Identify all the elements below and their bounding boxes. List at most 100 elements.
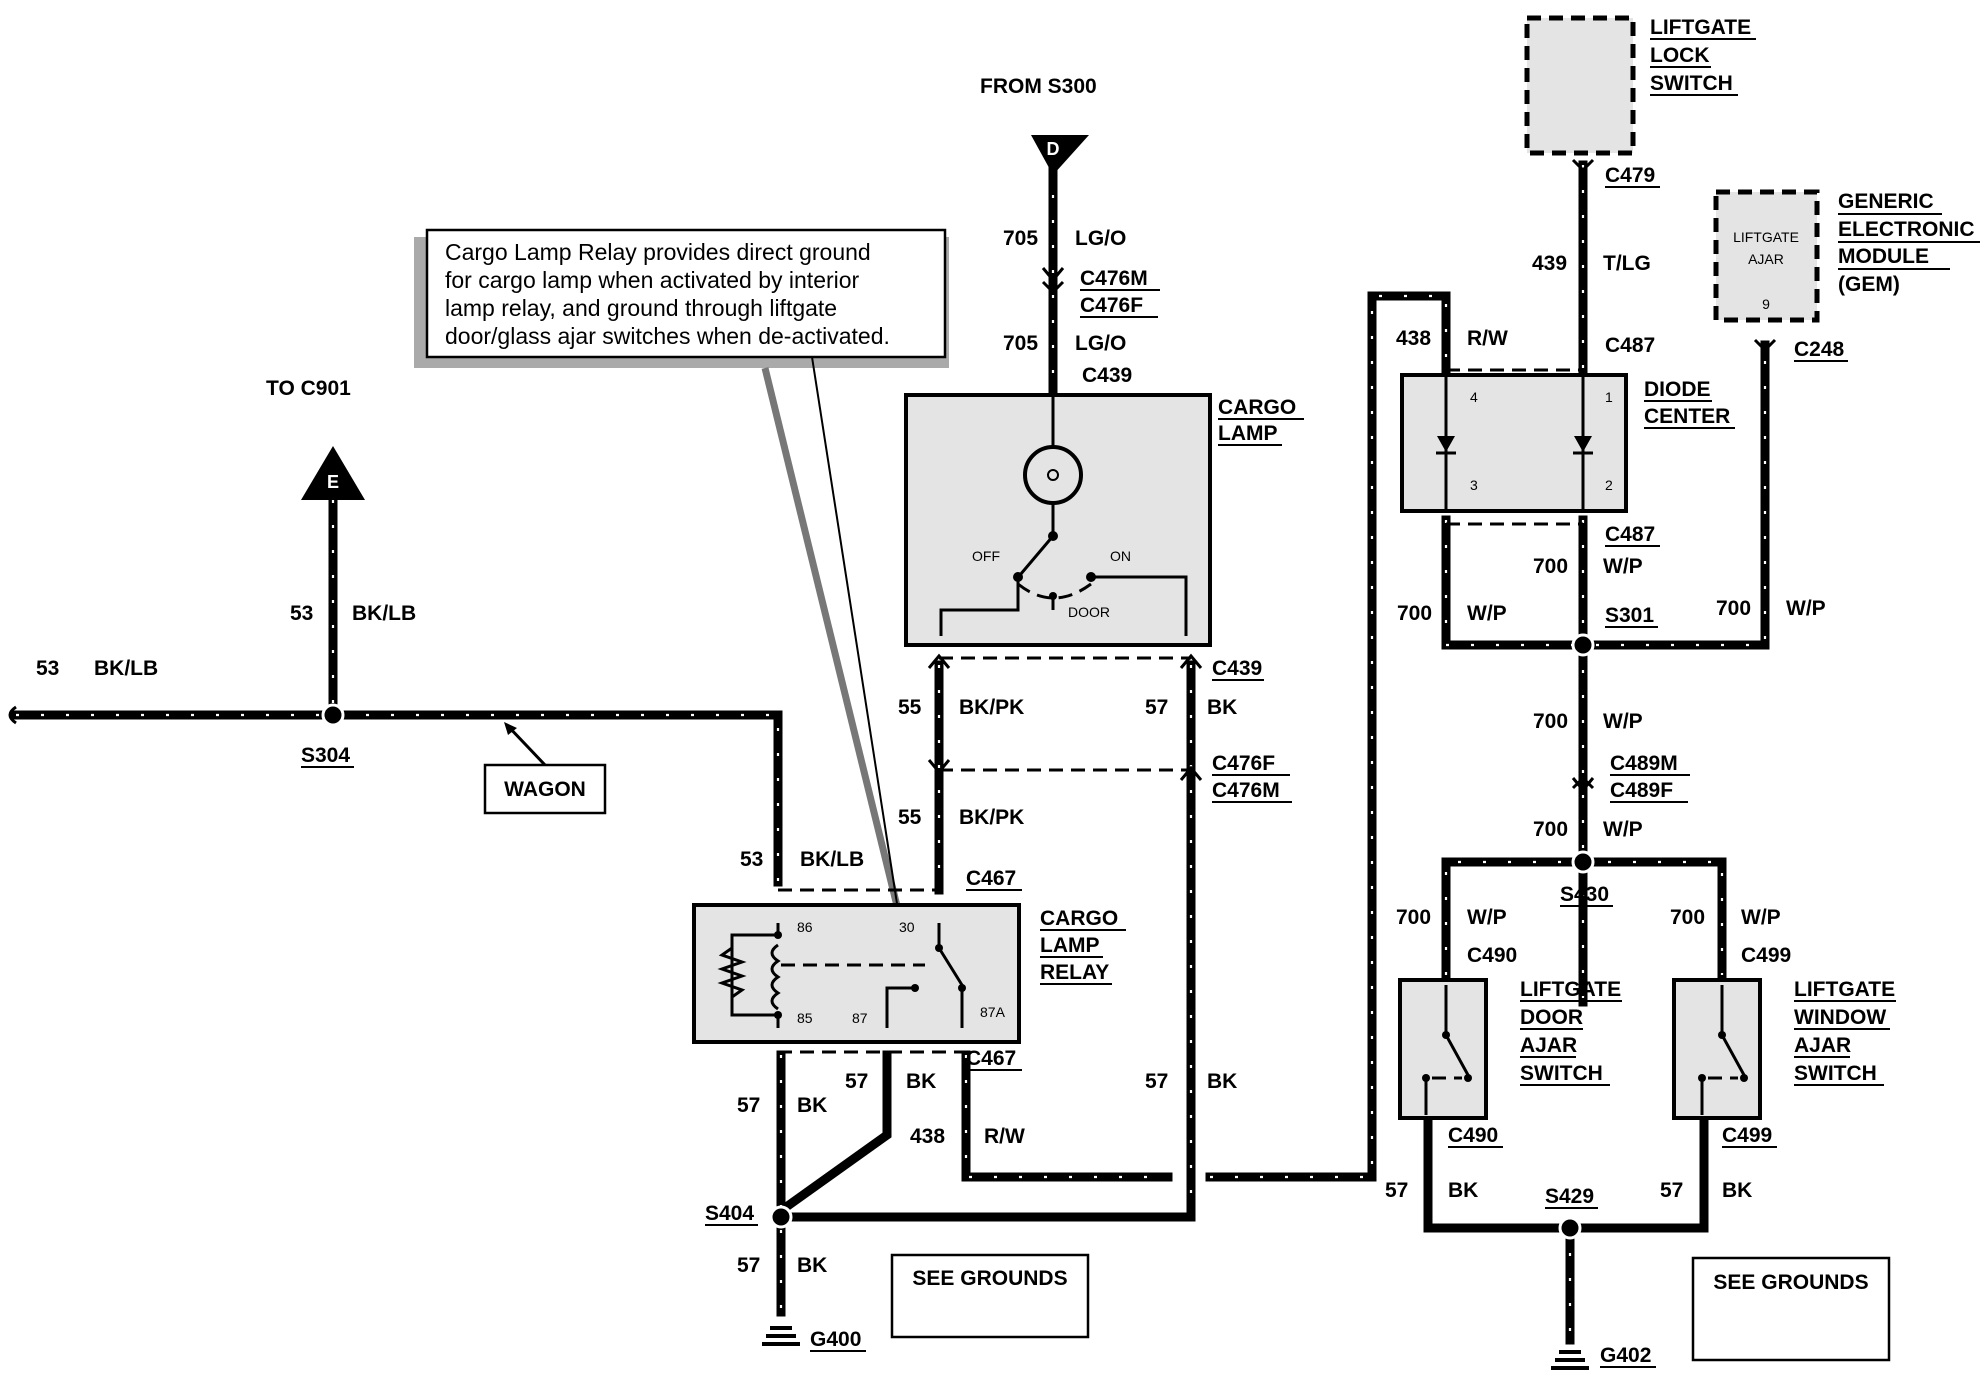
relay-pin-86: 86 [797, 919, 813, 935]
wire-439-num: 439 [1532, 252, 1567, 275]
note-line-2: for cargo lamp when activated by interio… [445, 267, 860, 293]
door-switch-title-3: AJAR [1520, 1034, 1577, 1057]
wire-57-num-relay-a: 57 [737, 1094, 760, 1117]
relay-title-2: LAMP [1040, 934, 1100, 957]
diode-left-icon [1437, 436, 1455, 452]
diode-pin-4: 4 [1470, 389, 1478, 405]
wires [11, 160, 1770, 1345]
lock-switch-title-1: LIFTGATE [1650, 16, 1751, 39]
conn-c490-bottom: C490 [1448, 1124, 1498, 1147]
ref-d-letter: D [1047, 139, 1060, 159]
wire-700-num-mid: 700 [1533, 710, 1568, 733]
conn-c489f: C489F [1610, 779, 1673, 802]
wire-57-num-window: 57 [1660, 1179, 1683, 1202]
wire-700-color-gem: W/P [1786, 597, 1826, 620]
door-switch-title-1: LIFTGATE [1520, 978, 1621, 1001]
wire-57-num-relay-b: 57 [845, 1070, 868, 1093]
window-switch-title-2: WINDOW [1794, 1006, 1886, 1029]
conn-c439-bottom: C439 [1212, 657, 1262, 680]
lamp-pos-on: ON [1110, 548, 1131, 564]
ground-g402-icon [1551, 1350, 1589, 1370]
splice-s430-dot [1571, 850, 1595, 874]
wire-705-num-top: 705 [1003, 227, 1038, 250]
gem-title-1: GENERIC [1838, 190, 1934, 213]
wagon-tag-box [483, 763, 607, 815]
wire-55-color-bot: BK/PK [959, 806, 1024, 829]
wire-700-color-window: W/P [1741, 906, 1781, 929]
labels: FROM S300 TO C901 53 BK/LB 53 BK/LB S304… [36, 75, 1848, 1368]
wire-53-num-left: 53 [36, 657, 59, 680]
wire-53-color-relay: BK/LB [800, 848, 864, 871]
diode-pin-2: 2 [1605, 477, 1613, 493]
door-switch-title-4: SWITCH [1520, 1062, 1603, 1085]
splice-s429: S429 [1545, 1185, 1594, 1208]
relay-pin-85: 85 [797, 1010, 813, 1026]
gem-title-4: (GEM) [1838, 273, 1900, 296]
ref-d-arrow-icon [1031, 135, 1089, 175]
wire-439-color: T/LG [1603, 252, 1651, 275]
diode-pin-1: 1 [1605, 389, 1613, 405]
note-line-1: Cargo Lamp Relay provides direct ground [445, 239, 871, 265]
diode-pin-3: 3 [1470, 477, 1478, 493]
wire-700-color-door: W/P [1467, 906, 1507, 929]
wire-705-num-bot: 705 [1003, 332, 1038, 355]
wire-break-icon [8, 705, 17, 725]
wire-700-color-mid: W/P [1603, 710, 1643, 733]
ground-symbols: SEE GROUNDS SEE GROUNDS WAGON [483, 722, 1891, 1370]
wire-57-color-g400: BK [797, 1254, 827, 1277]
ref-e-letter: E [327, 472, 339, 492]
wire-700-num-window: 700 [1670, 906, 1705, 929]
conn-c487-top: C487 [1605, 334, 1655, 357]
conn-c248: C248 [1794, 338, 1845, 361]
see-grounds-box-right [1691, 1256, 1891, 1362]
wire-57-color-lamp: BK [1207, 696, 1237, 719]
conn-c467-top: C467 [966, 867, 1016, 890]
splices [321, 633, 1595, 1240]
wagon-tag: WAGON [504, 778, 586, 801]
wire-57-num-door: 57 [1385, 1179, 1408, 1202]
relay-pin-87a: 87A [980, 1004, 1006, 1020]
cargo-lamp-title-1: CARGO [1218, 396, 1296, 419]
wire-700-color-s430: W/P [1603, 818, 1643, 841]
wire-57-color-relay-a: BK [797, 1094, 827, 1117]
gem-inner-2: AJAR [1748, 251, 1784, 267]
cargo-lamp-title-2: LAMP [1218, 422, 1278, 445]
wire-700-color-diode: W/P [1603, 555, 1643, 578]
conn-c476m-mid: C476M [1212, 779, 1280, 802]
ground-g400-icon [762, 1326, 800, 1346]
wire-700-num-diode: 700 [1533, 555, 1568, 578]
conn-c479: C479 [1605, 164, 1655, 187]
splice-s301-dot [1571, 633, 1595, 657]
wire-57-color-right: BK [1207, 1070, 1237, 1093]
gem-inner-1: LIFTGATE [1733, 229, 1799, 245]
liftgate-window-ajar-switch: LIFTGATE WINDOW AJAR SWITCH [1672, 978, 1896, 1120]
splice-s404: S404 [705, 1202, 754, 1225]
relay-title-1: CARGO [1040, 907, 1118, 930]
terminal-arrows: D E [8, 135, 1089, 725]
window-switch-title-4: SWITCH [1794, 1062, 1877, 1085]
wire-53-num-vert: 53 [290, 602, 313, 625]
gem-pin-9: 9 [1762, 296, 1770, 312]
conn-c476m-top: C476M [1080, 267, 1148, 290]
gem-title-2: ELECTRONIC [1838, 218, 1975, 241]
wire-700-color-left: W/P [1467, 602, 1507, 625]
conn-c487-bottom: C487 [1605, 523, 1655, 546]
conn-c499-top: C499 [1741, 944, 1791, 967]
wire-55-color-top: BK/PK [959, 696, 1024, 719]
wire-57-color-relay-b: BK [906, 1070, 936, 1093]
diode-right-icon [1574, 436, 1592, 452]
liftgate-lock-switch: LIFTGATE LOCK SWITCH [1524, 15, 1756, 156]
wire-57-num-right: 57 [1145, 1070, 1168, 1093]
relay-pin-30: 30 [899, 919, 915, 935]
lamp-pos-door: DOOR [1068, 604, 1110, 620]
wire-57-color-window: BK [1722, 1179, 1752, 1202]
splice-s429-dot [1558, 1216, 1582, 1240]
lamp-pos-off: OFF [972, 548, 1000, 564]
wire-53-color-left: BK/LB [94, 657, 158, 680]
window-switch-title-1: LIFTGATE [1794, 978, 1895, 1001]
wire-57-num-g400: 57 [737, 1254, 760, 1277]
wire-438-num-top: 438 [1396, 327, 1431, 350]
from-s300: FROM S300 [980, 75, 1097, 98]
splice-s301: S301 [1605, 604, 1654, 627]
see-grounds-right: SEE GROUNDS [1713, 1271, 1868, 1294]
